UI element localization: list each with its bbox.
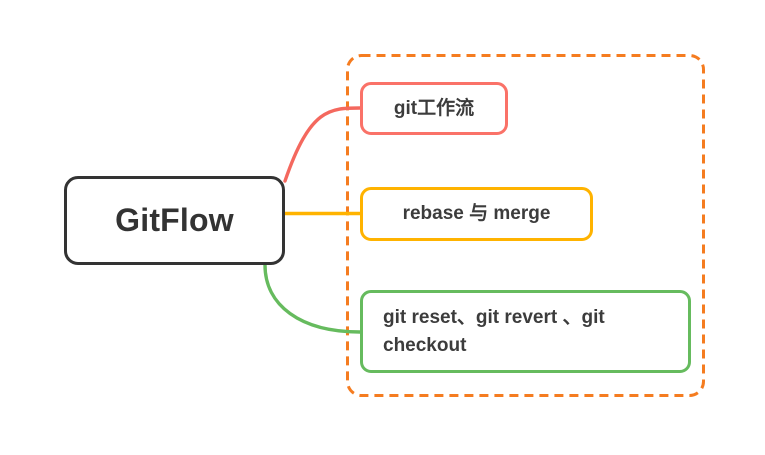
- node-label-git-workflow: git工作流: [393, 97, 475, 119]
- mindmap-node-rebase-merge[interactable]: rebase 与 merge: [360, 187, 593, 241]
- node-label-rebase-merge: rebase 与 merge: [402, 203, 551, 224]
- connector-root-to-child-0: [283, 106, 362, 183]
- mindmap-node-git-workflow[interactable]: git工作流: [360, 82, 508, 135]
- connector-root-to-child-2: [263, 263, 362, 334]
- root-node-label: GitFlow: [115, 202, 234, 238]
- mindmap-node-reset-revert-checkout[interactable]: git reset、git revert 、git checkout: [360, 290, 691, 373]
- node-label-reset-revert-checkout: git reset、git revert 、git checkout: [383, 306, 605, 356]
- mindmap-root-node[interactable]: GitFlow: [64, 176, 285, 265]
